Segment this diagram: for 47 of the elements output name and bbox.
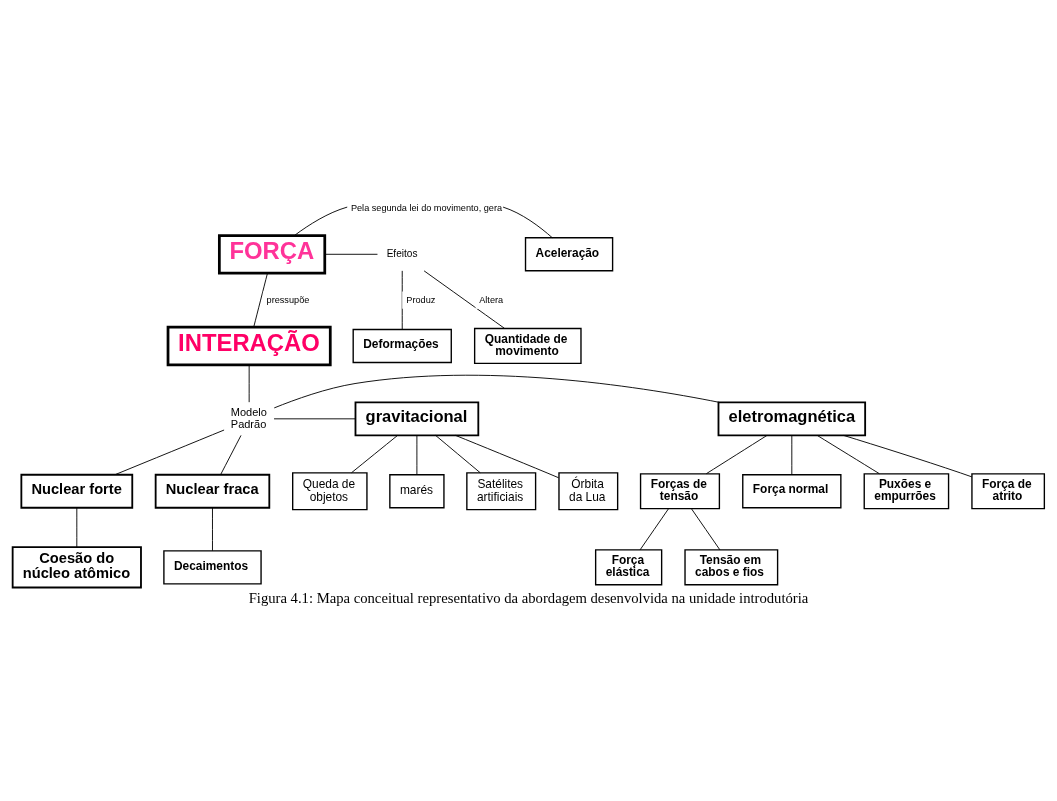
connector <box>416 434 418 476</box>
node-box: gravitacional <box>354 401 480 437</box>
node-box: Forças de tensão <box>639 473 721 510</box>
node-box: Decaimentos <box>163 550 262 585</box>
connector <box>639 508 669 551</box>
node-box: Queda de objetos <box>292 472 368 511</box>
node-text: Modelo Padrão <box>230 405 267 430</box>
connector <box>273 374 720 409</box>
connector <box>220 434 242 476</box>
edge-label: Produz <box>406 294 436 305</box>
connector <box>273 418 356 420</box>
node-box: Deformações <box>352 328 452 364</box>
node-box: Nuclear forte <box>20 473 134 509</box>
connector <box>791 434 793 476</box>
edge-label: pressupõe <box>266 294 310 305</box>
node-box: Satélites artificiais <box>466 472 537 511</box>
node-box: Aceleração <box>524 237 614 272</box>
connector <box>843 435 973 478</box>
connector <box>691 508 721 551</box>
node-box: Tensão em cabos e fios <box>684 549 779 586</box>
connector <box>76 507 78 548</box>
node-box: FORÇA <box>217 234 327 275</box>
node-box: eletromagnética <box>717 401 867 437</box>
connector <box>324 253 378 255</box>
node-box: Força normal <box>742 474 842 509</box>
node-box: Coesão do núcleo atômico <box>11 546 142 589</box>
connector <box>351 434 399 474</box>
edge-label: Altera <box>479 294 504 305</box>
connector <box>212 507 213 552</box>
node-box: Puxões e empurrões <box>863 473 950 510</box>
caption: Figura 4.1: Mapa conceitual representativo da abordagem desenvolvida na unidade introdutória <box>248 589 809 606</box>
connector <box>454 434 560 479</box>
node-box: marés <box>389 474 445 509</box>
connector <box>705 434 768 475</box>
node-box: Nuclear fraca <box>154 473 271 509</box>
node-box: Força elástica <box>594 549 663 586</box>
edge-label: Pela segunda lei do movimento, gera <box>350 203 503 214</box>
connector <box>435 434 481 474</box>
connector <box>114 429 225 476</box>
node-box: Órbita da Lua <box>558 472 619 511</box>
node-text: Efeitos <box>386 247 418 259</box>
connector <box>816 434 880 475</box>
node-box: Força de atrito <box>971 473 1046 510</box>
node-box: Quantidade de movimento <box>473 327 582 365</box>
connector <box>248 364 250 403</box>
node-box: INTERAÇÃO <box>166 325 332 367</box>
connector <box>253 272 268 328</box>
